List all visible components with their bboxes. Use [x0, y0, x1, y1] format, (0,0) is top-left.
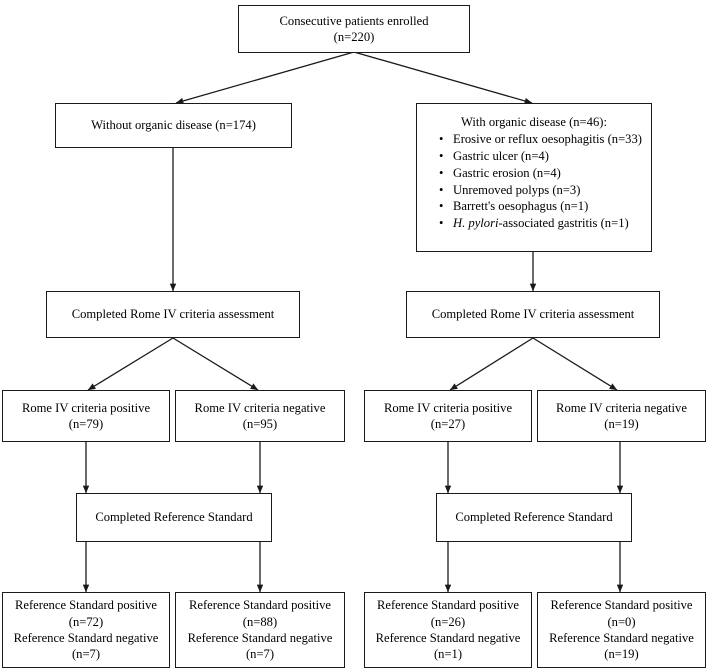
list-item: H. pylori-associated gastritis (n=1) — [439, 215, 645, 232]
node-line: Completed Rome IV criteria assessment — [431, 307, 635, 322]
node-line: (n=26) — [430, 614, 466, 629]
node-rome-negative-nonorganic: Rome IV criteria negative (n=95) — [175, 390, 345, 442]
node-line: (n=72) — [68, 614, 104, 629]
node-line: Rome IV criteria negative — [194, 400, 326, 415]
node-line: Reference Standard positive — [15, 598, 157, 613]
organic-disease-heading: With organic disease (n=46): — [461, 115, 607, 129]
node-line: (n=27) — [430, 417, 466, 431]
node-line: Reference Standard negative — [375, 631, 521, 645]
node-rome-positive-nonorganic: Rome IV criteria positive (n=79) — [2, 390, 170, 442]
list-item: Gastric ulcer (n=4) — [439, 148, 645, 165]
list-item: Gastric erosion (n=4) — [439, 165, 645, 182]
node-line: (n=19) — [604, 647, 639, 662]
list-item: Unremoved polyps (n=3) — [439, 182, 645, 199]
node-line: Reference Standard positive — [377, 598, 519, 613]
organic-disease-list: Erosive or reflux oesophagitis (n=33) Ga… — [423, 131, 645, 231]
node-line: (n=19) — [604, 417, 639, 431]
node-with-organic-disease: With organic disease (n=46): Erosive or … — [416, 103, 652, 252]
node-line: (n=1) — [433, 647, 463, 662]
node-line: Rome IV criteria positive — [21, 400, 151, 415]
node-line: Reference Standard positive — [189, 598, 331, 613]
node-outcome-rome-positive-nonorganic: Reference Standard positive (n=72) Refer… — [2, 592, 170, 668]
node-line: (n=95) — [242, 417, 278, 431]
node-line: Completed Rome IV criteria assessment — [71, 307, 275, 322]
node-line: (n=0) — [607, 614, 636, 629]
node-line: (n=7) — [245, 647, 275, 662]
node-line: Rome IV criteria positive — [383, 400, 513, 415]
node-line: Reference Standard negative — [187, 631, 333, 645]
node-assessment-left: Completed Rome IV criteria assessment — [46, 291, 300, 338]
node-line: (n=220) — [333, 30, 375, 44]
node-outcome-rome-negative-nonorganic: Reference Standard positive (n=88) Refer… — [175, 592, 345, 668]
list-item: Erosive or reflux oesophagitis (n=33) — [439, 131, 645, 148]
node-rome-positive-organic: Rome IV criteria positive (n=27) — [364, 390, 532, 442]
node-reference-standard-right: Completed Reference Standard — [436, 493, 632, 542]
node-without-organic-disease: Without organic disease (n=174) — [55, 103, 292, 148]
node-rome-negative-organic: Rome IV criteria negative (n=19) — [537, 390, 706, 442]
node-outcome-rome-positive-organic: Reference Standard positive (n=26) Refer… — [364, 592, 532, 668]
node-line: Consecutive patients enrolled — [279, 13, 429, 28]
node-reference-standard-left: Completed Reference Standard — [76, 493, 272, 542]
node-line: Reference Standard positive — [550, 598, 693, 613]
node-consecutive-patients-enrolled: Consecutive patients enrolled (n=220) — [238, 5, 470, 53]
node-line: (n=88) — [242, 614, 278, 629]
node-line: Reference Standard negative — [13, 631, 159, 645]
node-line: Reference Standard negative — [549, 631, 694, 645]
node-line: (n=7) — [71, 647, 101, 662]
node-line: (n=79) — [68, 417, 104, 431]
node-assessment-right: Completed Rome IV criteria assessment — [406, 291, 660, 338]
node-line: Completed Reference Standard — [95, 510, 253, 525]
node-line: Completed Reference Standard — [455, 510, 613, 525]
node-line: Rome IV criteria negative — [556, 400, 687, 415]
node-line: Without organic disease (n=174) — [91, 118, 256, 133]
node-outcome-rome-negative-organic: Reference Standard positive (n=0) Refere… — [537, 592, 706, 668]
list-item: Barrett's oesophagus (n=1) — [439, 198, 645, 215]
